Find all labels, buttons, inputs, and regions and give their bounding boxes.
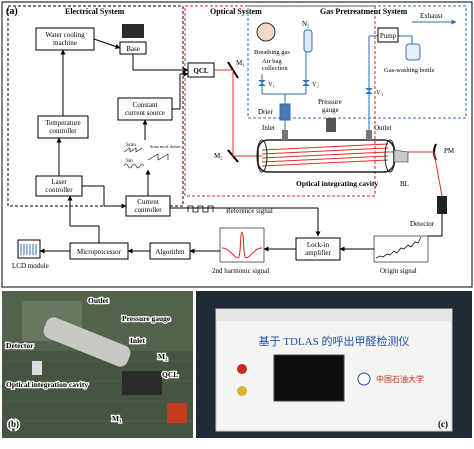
cavity-label: Optical integrating cavity xyxy=(296,179,378,188)
b-m1-label: M₁ xyxy=(112,414,121,423)
origin-signal-label: Origin signal xyxy=(380,267,417,275)
outlet-label: Outlet xyxy=(374,124,392,132)
device-button-red xyxy=(237,364,247,374)
device-button-yellow xyxy=(237,386,247,396)
panel-b-photo: (b) Outlet Pressure gauge Inlet Detector… xyxy=(2,291,193,438)
detector-label: Detector xyxy=(410,220,435,228)
gas-washing-bottle xyxy=(405,43,421,61)
logo-text: 中国石油大学 xyxy=(376,374,424,384)
drier-image xyxy=(279,103,291,121)
valve-v2 xyxy=(302,80,310,86)
b-qcl-label: QCL xyxy=(162,370,178,379)
origin-signal-curve xyxy=(375,236,422,259)
electrical-system-box xyxy=(7,5,184,207)
m2-label: M₂ xyxy=(214,152,223,160)
inlet-label: Inlet xyxy=(262,124,275,132)
sin-wave xyxy=(123,163,145,169)
outlet-port xyxy=(366,130,372,140)
gas-washing-label: Gas-washing bottle xyxy=(384,67,434,74)
b-pressure-gauge-label: Pressure gauge xyxy=(122,314,171,323)
pressure-gauge-image xyxy=(326,118,336,132)
second-harmonic-label: 2nd harmonic signal xyxy=(212,267,269,275)
b-outlet-label: Outlet xyxy=(88,296,109,305)
person-icon xyxy=(256,22,276,42)
pump-label: Pump xyxy=(380,32,397,40)
b-inlet-label: Inlet xyxy=(130,336,146,345)
scan-mod-wave xyxy=(147,153,169,161)
b-detector-label: Detector xyxy=(6,341,34,350)
v1-label: V₁ xyxy=(268,81,275,88)
device-screen xyxy=(273,354,345,402)
microprocessor-label: Microprocessor xyxy=(77,248,122,256)
n2-label: N₂ xyxy=(302,20,310,28)
laser-beam xyxy=(214,69,443,197)
panel-c-illustration: 基于 TDLAS 的呼出甲醛检测仪 中国石油大学 (c) xyxy=(196,291,472,438)
drier-label: Drier xyxy=(258,108,273,116)
sin-label: Sin xyxy=(126,159,133,164)
gas-system-title: Gas Pretreatment System xyxy=(320,7,408,16)
m1-label: M₁ xyxy=(236,59,245,67)
reference-signal-wave xyxy=(187,205,214,213)
panel-a-label: (a) xyxy=(6,6,18,17)
qcl-label: QCL xyxy=(193,67,209,75)
scan-label: Scan xyxy=(126,143,136,148)
valve-v3 xyxy=(365,88,373,94)
system-diagram: (a) Electrical System Optical System Gas… xyxy=(1,1,473,288)
electrical-system-title: Electrical System xyxy=(65,7,125,16)
v3-label: V₃ xyxy=(376,89,383,96)
second-harmonic-curve xyxy=(221,231,263,259)
optical-system-title: Optical System xyxy=(210,7,262,16)
panel-c-label: (c) xyxy=(438,419,448,429)
beam-lens xyxy=(393,149,409,163)
exhaust-label: Exhaust xyxy=(420,12,443,20)
cavity-end-left xyxy=(256,139,268,173)
pm-label: PM xyxy=(444,147,455,155)
n2-cylinder xyxy=(303,29,313,53)
breathing-gas-label: Breathing gas xyxy=(254,49,290,56)
device-title: 基于 TDLAS 的呼出甲醛检测仪 xyxy=(259,334,410,348)
bl-label: BL xyxy=(400,180,409,188)
inlet-port xyxy=(282,130,288,140)
panel-b-label: (b) xyxy=(8,419,19,429)
reference-signal-label: Reference signal xyxy=(226,207,273,215)
pump-block xyxy=(377,27,399,43)
panel-b-illustration: (b) Outlet Pressure gauge Inlet Detector… xyxy=(2,291,193,438)
detector-image xyxy=(437,196,447,214)
b-m2-label: M₂ xyxy=(158,352,168,361)
university-logo-icon xyxy=(357,372,371,386)
b-cavity-label: Optical integration cavity xyxy=(6,380,88,389)
base-label: Base xyxy=(126,45,140,53)
algorithm-label: Algorithm xyxy=(155,248,185,256)
base-image xyxy=(122,24,144,38)
scan-wave xyxy=(123,147,143,153)
v2-label: V₂ xyxy=(312,81,319,88)
lcd-module-label: LCD module xyxy=(12,262,49,270)
panel-c-photo: 基于 TDLAS 的呼出甲醛检测仪 中国石油大学 (c) xyxy=(196,291,472,438)
second-harmonic-plot xyxy=(219,227,265,263)
valve-v1 xyxy=(258,80,266,86)
scan-mod-label: Scan mod. driver xyxy=(150,144,181,149)
